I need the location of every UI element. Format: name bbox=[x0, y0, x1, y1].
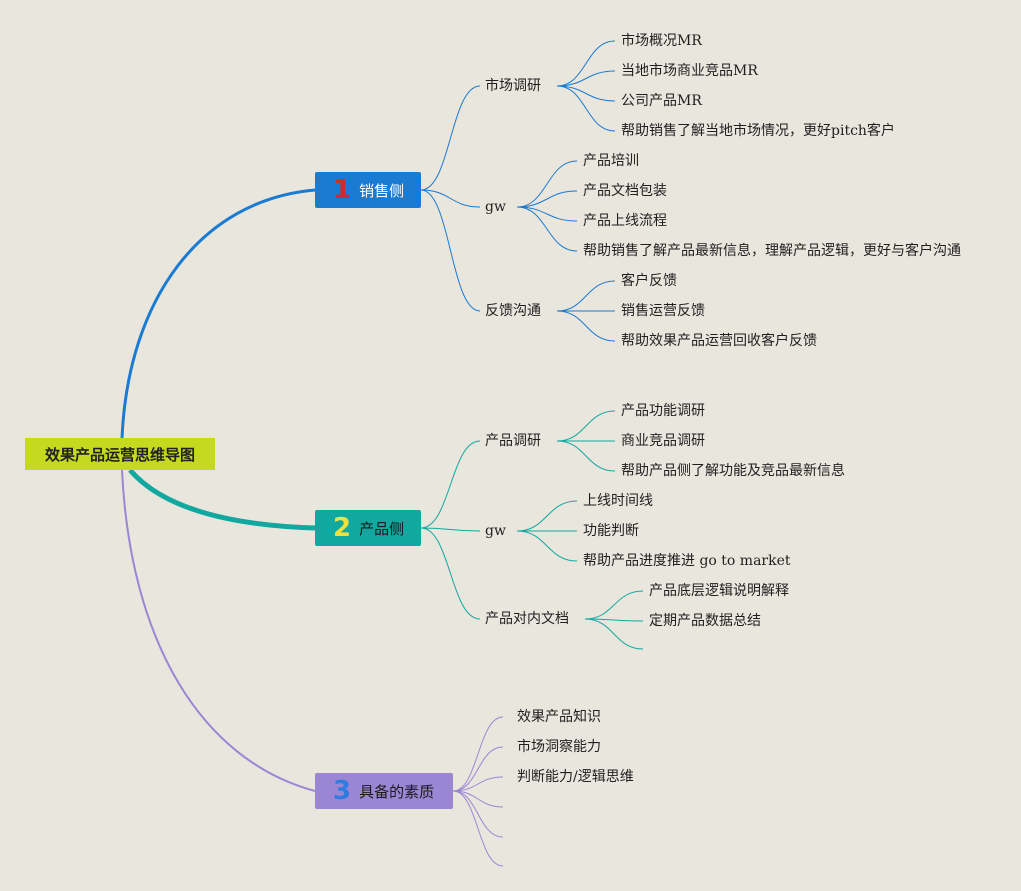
root-label: 效果产品运营思维导图 bbox=[44, 445, 195, 464]
leaf-item[interactable]: 帮助销售了解产品最新信息，理解产品逻辑，更好与客户沟通 bbox=[583, 243, 961, 259]
connector-leaf bbox=[556, 280, 616, 312]
connector-leaf bbox=[556, 70, 616, 87]
topic-product-research[interactable]: 产品调研 bbox=[485, 433, 541, 449]
connector-leaf bbox=[516, 206, 578, 252]
connector-leaf bbox=[452, 716, 504, 792]
connector-product-docs bbox=[420, 527, 481, 620]
connector-sales-gw bbox=[420, 189, 481, 208]
connector-product-gw bbox=[420, 527, 481, 532]
connector-leaf bbox=[452, 746, 504, 792]
leaf-item[interactable]: 效果产品知识 bbox=[517, 709, 601, 725]
connector-product-research bbox=[420, 440, 481, 529]
connector-leaf bbox=[556, 310, 616, 342]
connector-leaf bbox=[516, 500, 578, 532]
leaf-item[interactable]: 客户反馈 bbox=[621, 273, 677, 289]
leaf-item[interactable]: 商业竞品调研 bbox=[621, 433, 705, 449]
branch-label-qualities: 具备的素质 bbox=[359, 782, 435, 801]
connector-leaf bbox=[452, 776, 504, 792]
leaf-item[interactable]: 上线时间线 bbox=[583, 493, 653, 509]
topic-gw-sales[interactable]: gw bbox=[485, 199, 506, 215]
leaf-item[interactable]: 产品底层逻辑说明解释 bbox=[649, 583, 789, 599]
leaf-item[interactable]: 当地市场商业竞品MR bbox=[621, 63, 758, 79]
connector-leaf bbox=[516, 160, 578, 208]
connector-leaf bbox=[516, 530, 578, 562]
connector-leaf bbox=[452, 790, 504, 867]
connector-leaf bbox=[556, 40, 616, 87]
branch-label-product: 产品侧 bbox=[359, 519, 405, 538]
connector-root-sales bbox=[120, 188, 316, 439]
topic-internal-docs[interactable]: 产品对内文档 bbox=[485, 611, 569, 627]
leaf-item[interactable]: 帮助效果产品运营回收客户反馈 bbox=[621, 333, 817, 349]
leaf-item[interactable]: 帮助产品进度推进 go to market bbox=[583, 553, 791, 569]
topic-gw-product[interactable]: gw bbox=[485, 523, 506, 539]
leaf-item[interactable]: 帮助销售了解当地市场情况，更好pitch客户 bbox=[621, 123, 895, 139]
leaf-item[interactable]: 公司产品MR bbox=[621, 93, 702, 109]
connector-leaf bbox=[556, 85, 616, 132]
leaf-item[interactable]: 产品功能调研 bbox=[621, 403, 705, 419]
leaf-item[interactable]: 帮助产品侧了解功能及竞品最新信息 bbox=[621, 463, 845, 479]
connector-sales-market bbox=[420, 85, 481, 191]
connector-leaf bbox=[452, 790, 504, 808]
branch-number-2: 2 bbox=[333, 513, 352, 543]
root-node[interactable]: 效果产品运营思维导图 bbox=[25, 438, 215, 470]
connector-leaf bbox=[516, 190, 578, 208]
leaf-item[interactable]: 产品上线流程 bbox=[583, 213, 667, 229]
leaf-item[interactable]: 产品文档包装 bbox=[583, 183, 667, 199]
connector-leaf bbox=[556, 440, 616, 472]
leaf-item[interactable]: 销售运营反馈 bbox=[621, 303, 705, 319]
topic-market-research[interactable]: 市场调研 bbox=[485, 78, 541, 94]
connector-leaf bbox=[584, 618, 644, 650]
leaf-item[interactable]: 定期产品数据总结 bbox=[649, 613, 761, 629]
connector-sales-feedback bbox=[420, 189, 481, 312]
leaf-item[interactable]: 判断能力/逻辑思维 bbox=[517, 769, 634, 785]
leaf-item[interactable]: 市场概况MR bbox=[621, 33, 702, 49]
branch-node-sales[interactable]: 1 销售侧 bbox=[315, 172, 421, 208]
leaf-item[interactable]: 产品培训 bbox=[583, 153, 639, 169]
connector-leaf bbox=[556, 85, 616, 102]
connector-leaf bbox=[584, 590, 644, 620]
branch-node-qualities[interactable]: 3 具备的素质 bbox=[315, 773, 453, 809]
branch-node-product[interactable]: 2 产品侧 bbox=[315, 510, 421, 546]
leaf-item[interactable]: 市场洞察能力 bbox=[517, 739, 601, 755]
connector-leaf bbox=[452, 790, 504, 838]
branch-number-1: 1 bbox=[333, 175, 352, 205]
branch-label-sales: 销售侧 bbox=[359, 181, 405, 200]
connector-root-qualities bbox=[121, 469, 316, 792]
connector-leaf bbox=[556, 410, 616, 442]
leaf-item[interactable]: 功能判断 bbox=[583, 523, 639, 539]
connector-root-product bbox=[128, 468, 316, 531]
connector-leaf bbox=[516, 206, 578, 222]
topic-feedback[interactable]: 反馈沟通 bbox=[485, 303, 541, 319]
branch-number-3: 3 bbox=[333, 776, 352, 806]
